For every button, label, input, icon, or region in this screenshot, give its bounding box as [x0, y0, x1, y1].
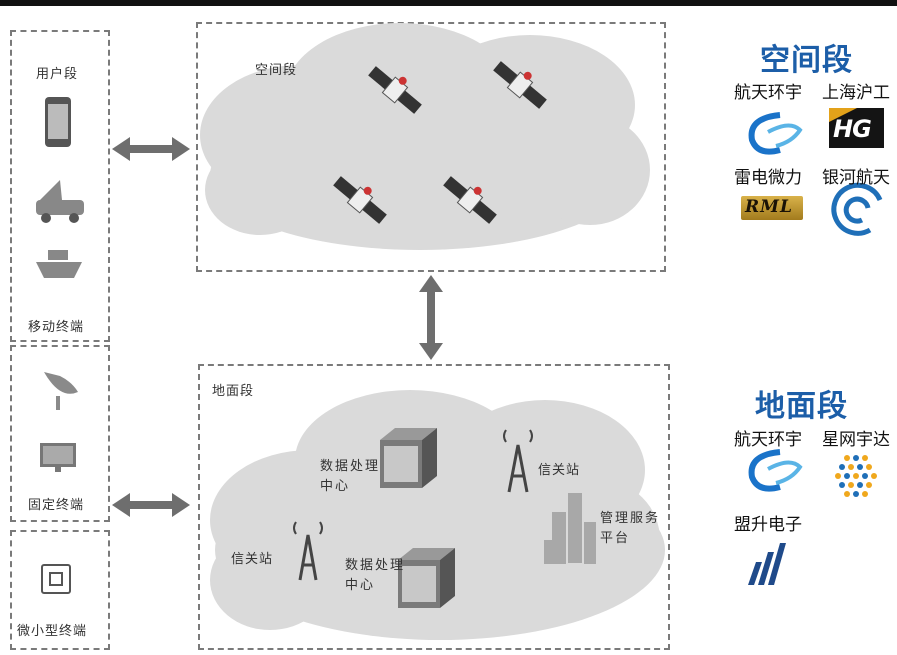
ship-icon — [36, 250, 82, 278]
satellite-dish-icon — [44, 372, 78, 410]
ground-company-3: 盟升电子 — [734, 515, 802, 535]
space-company-1: 航天环宇 — [734, 83, 802, 103]
ground-segment-brand-title: 地面段 — [755, 389, 848, 424]
data-center-icon — [380, 428, 437, 488]
gateway-tower-icon — [293, 521, 323, 581]
space-segment-panel — [196, 22, 666, 272]
data-center-icon — [398, 548, 455, 608]
arrow-space-ground — [419, 275, 443, 360]
arrow-fixed-ground — [112, 493, 190, 517]
fixed-terminal-panel — [10, 345, 110, 522]
satellite-icon — [333, 176, 387, 224]
satellite-icon — [368, 66, 422, 114]
arrow-user-space — [112, 137, 190, 161]
chip-icon — [41, 564, 71, 594]
user-segment-label: 用户段 — [36, 67, 79, 82]
management-platform-label: 管理服务平台 — [600, 511, 661, 546]
hg-logo-accent — [829, 108, 857, 122]
smartphone-icon — [45, 97, 71, 147]
hg-logo-text: HG — [833, 115, 872, 143]
ground-company-1: 航天环宇 — [734, 430, 802, 450]
micro-terminal-label: 微小型终端 — [17, 624, 88, 639]
galaxy-space-logo-icon — [831, 182, 883, 236]
space-company-3: 雷电微力 — [734, 168, 802, 188]
top-rule — [0, 0, 897, 6]
ground-company-2: 星网宇达 — [822, 430, 890, 450]
ground-segment-label: 地面段 — [212, 384, 255, 399]
starnet-logo-icon — [835, 455, 877, 497]
mengsheng-logo-icon — [748, 543, 786, 585]
space-company-4: 银河航天 — [822, 168, 890, 188]
monitor-icon — [40, 443, 76, 472]
micro-terminal-panel — [10, 530, 110, 650]
data-center-label-2: 数据处理中心 — [345, 558, 406, 593]
gateway-label-2: 信关站 — [538, 463, 581, 478]
rml-logo-text: RML — [745, 197, 793, 217]
casic-logo-icon — [748, 449, 803, 492]
space-segment-label: 空间段 — [255, 63, 298, 78]
ground-cloud — [210, 390, 665, 640]
space-segment-brand-title: 空间段 — [760, 43, 853, 78]
space-cloud — [200, 23, 650, 250]
gateway-tower-icon — [503, 429, 533, 493]
gateway-label-1: 信关站 — [231, 552, 274, 567]
car-icon — [36, 180, 84, 223]
user-segment-panel — [10, 30, 110, 342]
ground-segment-panel — [198, 364, 670, 650]
space-company-2: 上海沪工 — [822, 83, 890, 103]
casic-logo-icon — [748, 112, 803, 155]
hg-logo: HG — [829, 108, 884, 148]
satellite-icon — [443, 176, 497, 224]
city-buildings-icon — [544, 493, 596, 564]
mobile-terminal-label: 移动终端 — [28, 320, 85, 335]
data-center-label-1: 数据处理中心 — [320, 459, 381, 494]
rml-logo: RML — [741, 196, 803, 220]
satellite-icon — [493, 61, 547, 109]
fixed-terminal-label: 固定终端 — [28, 498, 85, 513]
